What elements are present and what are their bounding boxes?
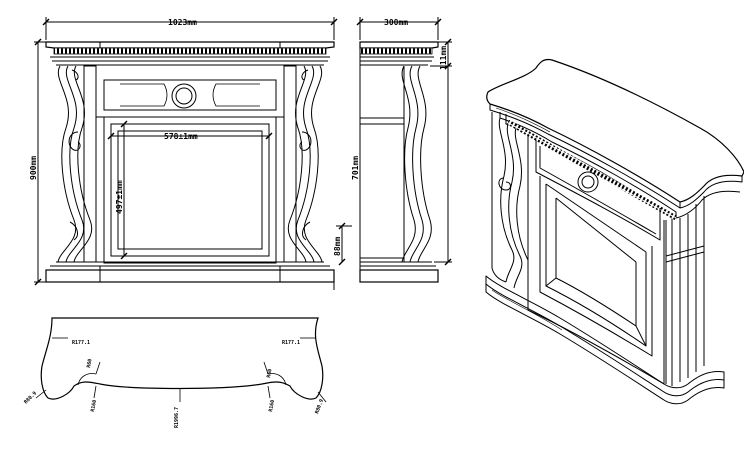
iso-right-pilaster <box>665 196 705 386</box>
side-mantel <box>359 41 439 66</box>
plan-radius-inner-left: R160 <box>90 399 98 412</box>
iso-front-face <box>527 134 665 385</box>
iso-base <box>485 275 725 405</box>
front-left-corbel <box>57 65 97 263</box>
plan-radius-left: R177.1 <box>72 340 90 346</box>
opening-width-label: 578±1mm <box>164 132 198 141</box>
plan-view <box>35 317 327 403</box>
front-firebox <box>103 116 277 264</box>
total-height-dimension <box>34 38 56 286</box>
front-elevation <box>34 17 338 290</box>
front-width-dimension <box>42 17 338 40</box>
side-depth-label: 300mm <box>384 18 408 27</box>
side-vertical-dimensions <box>336 38 452 266</box>
iso-mantel-top <box>486 58 744 226</box>
opening-width-dimension <box>107 132 273 140</box>
total-height-label: 900mm <box>29 156 38 180</box>
opening-height-dimension <box>120 120 128 260</box>
side-depth-dimension <box>356 17 442 40</box>
side-plinth <box>359 261 439 283</box>
side-height-label: 701mm <box>351 156 360 180</box>
side-body <box>359 42 432 282</box>
plan-radius-right: R177.1 <box>282 340 300 346</box>
iso-left-corbel <box>491 112 529 289</box>
plan-radius-inner-right: R160 <box>268 399 276 412</box>
plinth-height-label: 88mm <box>333 237 342 256</box>
top-height-label: 111mm <box>439 46 448 70</box>
front-right-corbel <box>283 65 323 263</box>
plan-radius-notch-left: R60 <box>86 358 93 368</box>
front-plinth <box>45 261 335 290</box>
front-mantel <box>45 41 335 66</box>
front-frieze <box>95 64 285 118</box>
opening-height-label: 497±1mm <box>115 180 124 214</box>
side-elevation <box>336 17 452 283</box>
isometric-view <box>485 58 744 405</box>
plan-radius-center: R1996.7 <box>174 407 180 428</box>
plan-radius-notch-right: R60 <box>266 368 273 378</box>
plan-radius-corner-left: R80.9 <box>23 391 38 406</box>
front-width-label: 1023mm <box>168 18 197 27</box>
plan-radius-corner-right: R80.9 <box>314 398 325 414</box>
